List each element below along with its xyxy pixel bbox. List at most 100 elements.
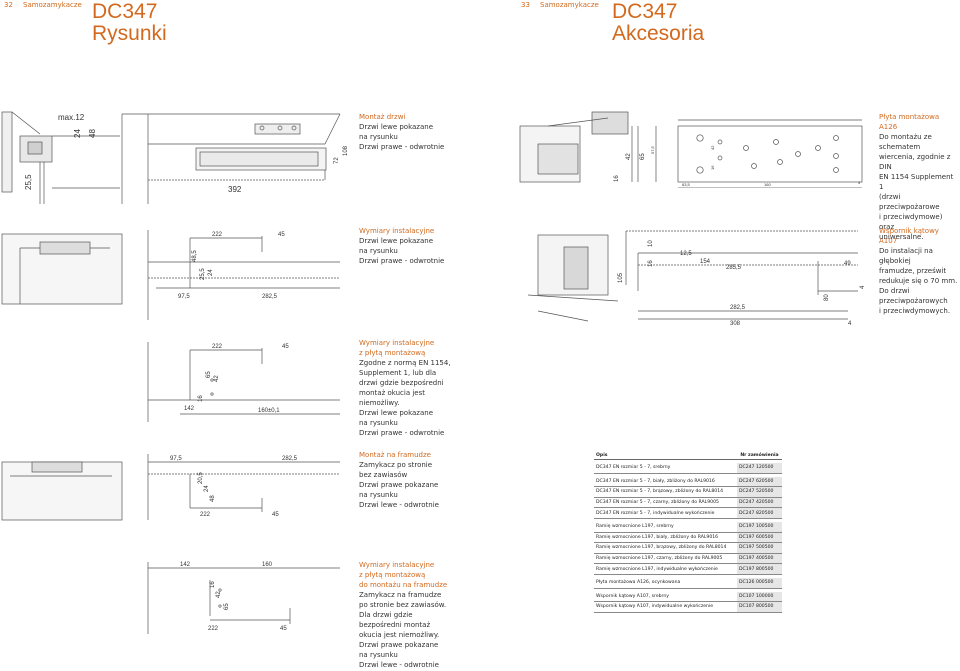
- dim-text: 282,5: [262, 294, 278, 300]
- caption-line: Supplement 1, lub dla: [359, 369, 437, 377]
- dim-text: 392: [228, 185, 242, 194]
- cell-order-number: DC247 420500: [736, 497, 782, 509]
- dim-text: 154: [700, 259, 711, 265]
- dim-text: 4: [858, 180, 861, 185]
- dim-text: 45: [278, 232, 285, 238]
- caption-line: uniwersalne.: [879, 233, 924, 241]
- section-label-left: Samozamykacze: [23, 1, 82, 9]
- caption-line: montaż okucia jest: [359, 389, 425, 397]
- dim-text: 285,5: [726, 265, 742, 271]
- dim-text: 45: [282, 344, 289, 350]
- drawing-mounting-plate-dims: 222 45 65 42 16 142 160±0,1: [147, 342, 340, 422]
- dim-text: 42: [214, 375, 220, 382]
- caption-line: i przeciwdymowe) oraz: [879, 213, 943, 231]
- caption-line: Drzwi lewe - odwrotnie: [359, 501, 439, 509]
- table-row: Ramię wzmocnione L197, brązowy, zbliżony…: [594, 542, 782, 554]
- caption-heading: do montażu na framudze: [359, 581, 448, 589]
- cell-description: DC347 EN rozmiar 5 - 7, czarny, zbliżony…: [594, 497, 737, 509]
- cell-order-number: DC247 120500: [736, 463, 782, 474]
- title-line-section: Akcesoria: [612, 22, 705, 45]
- cell-order-number: DC107 800500: [736, 601, 782, 613]
- caption-heading: Montaż na framudze: [359, 451, 431, 459]
- table-row: Ramię wzmocnione L197, czarny, zbliżony …: [594, 553, 782, 565]
- dim-text: 4: [860, 285, 866, 289]
- dim-text: 282,5: [730, 305, 746, 311]
- caption-line: niemożliwy.: [359, 399, 400, 407]
- cell-description: DC347 EN rozmiar 5 - 7, indywidualne wyk…: [594, 507, 737, 519]
- accessories-table-wrap: Opis Nr zamówienia DC347 EN rozmiar 5 - …: [594, 452, 782, 613]
- cell-order-number: DC197 800500: [736, 563, 782, 575]
- caption-line: Zgodne z normą EN 1154,: [359, 359, 451, 367]
- dim-text: 16: [614, 175, 620, 182]
- cell-description: Wspornik kątowy A107, srebrny: [594, 591, 737, 603]
- dim-text: 16: [648, 260, 654, 267]
- caption-angle-bracket: Wspornik kątowy A107 Do instalacji na gł…: [879, 226, 959, 316]
- cell-order-number: DC247 520500: [736, 486, 782, 498]
- caption-line: Drzwi prawe pokazane: [359, 641, 439, 649]
- caption-line: EN 1154 Supplement 1: [879, 173, 954, 191]
- dim-text: 222: [200, 512, 211, 518]
- title-line-section: Rysunki: [92, 22, 167, 45]
- caption-installation-dims: Wymiary instalacyjne Drzwi lewe pokazane…: [359, 226, 469, 266]
- drawing-mounting-plate-a126: 42 65 16 57,5 42 16 63,5 160 4: [519, 111, 863, 188]
- dim-text: 48: [88, 129, 97, 138]
- cell-description: Ramię wzmocnione L197, brązowy, zbliżony…: [594, 542, 737, 554]
- dim-text: 24: [204, 485, 210, 492]
- dim-text: 63,5: [682, 182, 691, 187]
- dim-text: 160: [262, 562, 273, 568]
- table-row: Ramię wzmocnione L197, indywidualne wyko…: [594, 563, 782, 575]
- dim-text: 65: [640, 153, 646, 160]
- caption-line: na rysunku: [359, 419, 398, 427]
- dim-text: 12,5: [680, 251, 692, 257]
- caption-line: przeciwpożarowych: [879, 297, 948, 305]
- table-row: DC347 EN rozmiar 5 - 7, czarny, zbliżony…: [594, 497, 782, 509]
- dim-text: 42: [710, 145, 715, 150]
- cell-order-number: DC197 600500: [736, 532, 782, 544]
- cell-description: Ramię wzmocnione L197, indywidualne wyko…: [594, 563, 737, 575]
- page-title-right: DC347 Akcesoria: [612, 1, 704, 45]
- dim-text: 222: [208, 626, 219, 632]
- caption-heading: Wspornik kątowy A107: [879, 227, 939, 245]
- page-number-left: 32: [4, 1, 13, 9]
- dim-text: 222: [212, 232, 223, 238]
- caption-line: na rysunku: [359, 133, 398, 141]
- caption-door-mounting: Montaż drzwi Drzwi lewe pokazane na rysu…: [359, 112, 469, 152]
- dim-text: 42: [626, 153, 632, 160]
- dim-text: 142: [184, 406, 195, 412]
- page-title-left: DC347 Rysunki: [92, 1, 167, 45]
- caption-line: Zamykacz po stronie: [359, 461, 433, 469]
- caption-plate-dims: Wymiary instalacyjne z płytą montażową Z…: [359, 338, 469, 438]
- caption-frame-plate-dims: Wymiary instalacyjne z płytą montażową d…: [359, 560, 469, 670]
- caption-heading: Wymiary instalacyjne: [359, 339, 435, 347]
- dim-text: 4: [848, 321, 852, 327]
- dim-text: 222: [212, 344, 223, 350]
- dim-text: 108: [343, 145, 349, 156]
- cell-description: Ramię wzmocnione L197, czarny, zbliżony …: [594, 553, 737, 565]
- table-row: DC347 EN rozmiar 5 - 7, brązowy, zbliżon…: [594, 486, 782, 498]
- table-row: Wspornik kątowy A107, indywidualne wykoń…: [594, 601, 782, 613]
- dim-text: 10: [648, 240, 654, 247]
- dim-text: 65: [224, 603, 230, 610]
- caption-line: bezpośredni montaż: [359, 621, 431, 629]
- caption-line: drzwi gdzie bezpośredni: [359, 379, 444, 387]
- cell-description: Ramię wzmocnione L197, srebrny: [594, 521, 737, 533]
- dim-text: 105: [618, 272, 624, 283]
- caption-heading: Wymiary instalacyjne: [359, 227, 435, 235]
- caption-line: wiercenia, zgodnie z DIN: [879, 153, 951, 171]
- page-number-right: 33: [521, 1, 530, 9]
- table-row: DC347 EN rozmiar 5 - 7, biały, zbliżony …: [594, 476, 782, 488]
- dim-text: 72: [334, 157, 340, 164]
- caption-line: Do montażu ze schematem: [879, 133, 932, 151]
- caption-line: na rysunku: [359, 247, 398, 255]
- dim-text: 282,5: [282, 456, 298, 462]
- drawing-installation-dims: 222 45 48,5 25,5 24 97,5 282,5: [1, 230, 340, 320]
- caption-line: po stronie bez zawiasów.: [359, 601, 447, 609]
- cell-order-number: DC197 400500: [736, 553, 782, 565]
- caption-line: na rysunku: [359, 651, 398, 659]
- caption-line: Drzwi lewe pokazane: [359, 409, 433, 417]
- dim-text: 16: [210, 581, 216, 588]
- caption-line: Drzwi prawe pokazane: [359, 481, 439, 489]
